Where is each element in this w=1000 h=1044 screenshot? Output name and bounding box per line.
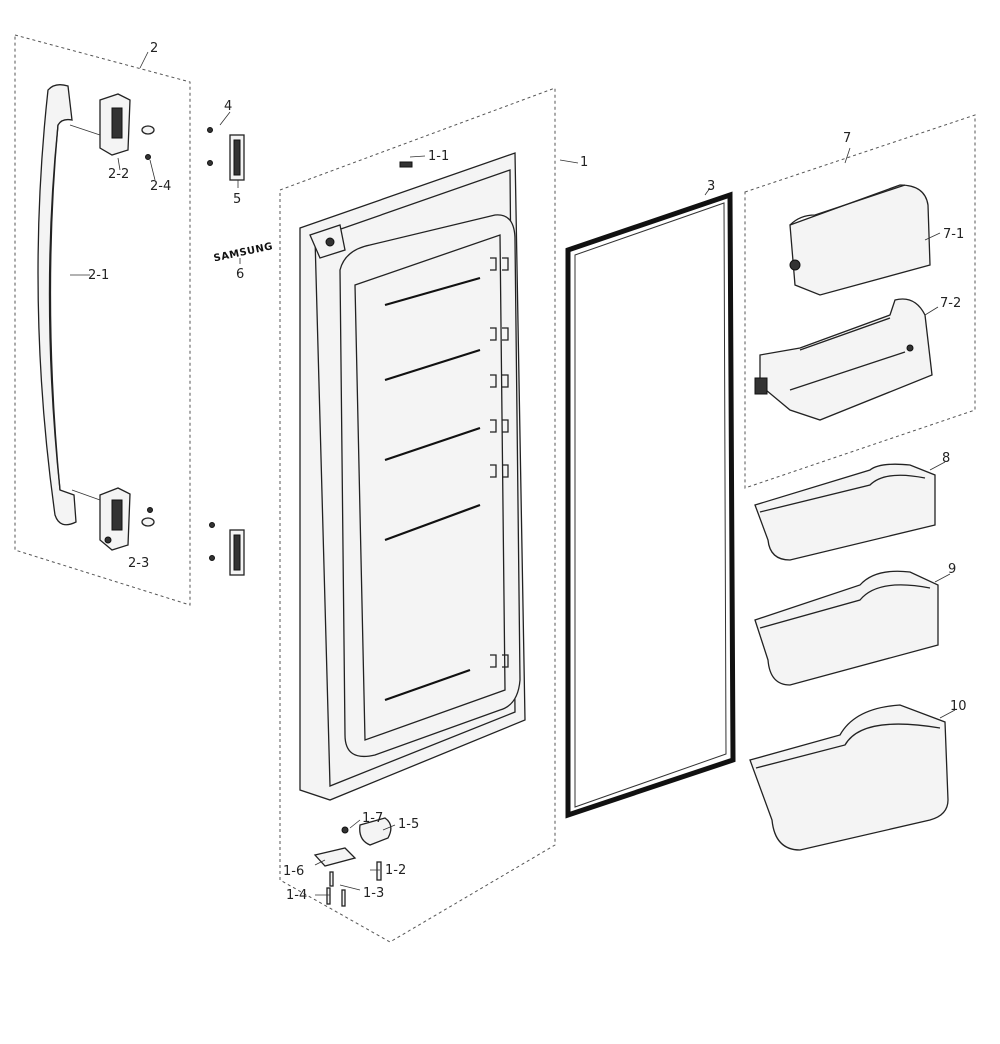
label-10: 10 bbox=[950, 699, 967, 714]
lower-hinge-parts[interactable] bbox=[313, 817, 392, 907]
label-2-1: 2-1 bbox=[88, 268, 109, 283]
label-1-2: 1-2 bbox=[385, 863, 406, 878]
handle[interactable] bbox=[37, 84, 77, 526]
label-8: 8 bbox=[942, 451, 950, 466]
label-7-2: 7-2 bbox=[940, 296, 961, 311]
handle-cap-lower[interactable] bbox=[99, 487, 155, 551]
label-7: 7 bbox=[843, 131, 851, 146]
label-1-4: 1-4 bbox=[286, 888, 307, 903]
label-5: 5 bbox=[233, 192, 241, 207]
label-1-1: 1-1 bbox=[428, 149, 449, 164]
label-1: 1 bbox=[580, 155, 588, 170]
label-9: 9 bbox=[948, 562, 956, 577]
label-2-3: 2-3 bbox=[128, 556, 149, 571]
label-1-5: 1-5 bbox=[398, 817, 419, 832]
label-2: 2 bbox=[150, 41, 158, 56]
dairy-cover[interactable] bbox=[789, 184, 931, 296]
label-2-4: 2-4 bbox=[150, 179, 171, 194]
label-7-1: 7-1 bbox=[943, 227, 964, 242]
label-1-3: 1-3 bbox=[363, 886, 384, 901]
handle-cap-upper[interactable] bbox=[99, 93, 155, 160]
door-guard-10[interactable] bbox=[749, 704, 949, 851]
label-1-7: 1-7 bbox=[362, 811, 383, 826]
label-4: 4 bbox=[224, 99, 232, 114]
door[interactable] bbox=[299, 152, 526, 801]
label-6: 6 bbox=[236, 267, 244, 282]
bracket-upper[interactable] bbox=[207, 127, 245, 181]
badge-logo: SAMSUNG bbox=[213, 241, 274, 264]
gasket[interactable] bbox=[565, 191, 736, 819]
bracket-lower[interactable] bbox=[209, 522, 245, 576]
label-1-6: 1-6 bbox=[283, 864, 304, 879]
handle-group-box bbox=[14, 34, 191, 606]
label-3: 3 bbox=[707, 179, 715, 194]
door-guard-9[interactable] bbox=[754, 570, 939, 686]
dairy-case[interactable] bbox=[754, 298, 933, 421]
label-2-2: 2-2 bbox=[108, 167, 129, 182]
door-group-box bbox=[279, 87, 556, 943]
door-guard-8[interactable] bbox=[754, 463, 936, 561]
